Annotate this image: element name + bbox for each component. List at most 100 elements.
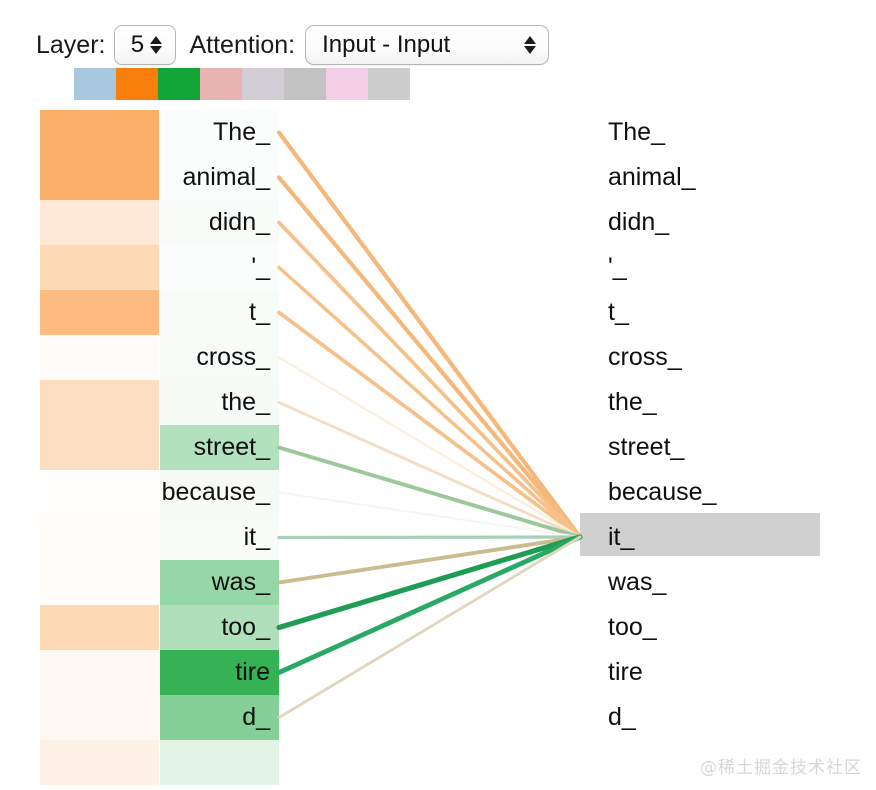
source-token-12[interactable]: tire [235,658,270,686]
swatch-head-5-lavender[interactable] [242,68,284,100]
watermark: @稀土掘金技术社区 [700,758,862,778]
source-token-7[interactable]: street_ [193,433,270,461]
heat-cell-green-head-12 [160,650,279,695]
swatch-head-6-gray[interactable] [284,68,326,100]
heat-cell-green-head-10 [160,560,279,605]
swatch-head-3-green[interactable] [158,68,200,100]
heat-cell-green-head-11 [160,605,279,650]
attention-edge-7 [277,445,582,539]
source-token-5[interactable]: cross_ [196,343,270,371]
source-token-13[interactable]: d_ [242,703,270,731]
source-token-9[interactable]: it_ [243,523,270,551]
target-token-0[interactable]: The_ [608,118,665,146]
heat-cell-orange-head-9 [40,515,159,560]
heat-cell-orange-head-12 [40,650,159,695]
head-color-legend[interactable] [74,68,410,100]
heat-cell-green-head-3 [160,245,279,290]
heat-cell-orange-head-5 [40,335,159,380]
source-token-6[interactable]: the_ [221,388,270,416]
source-token-11[interactable]: too_ [221,613,270,641]
attention-edge-0 [276,130,583,540]
attention-edge-13 [277,535,582,719]
swatch-head-8-gray[interactable] [368,68,410,100]
triangle-up-icon[interactable] [150,36,163,44]
attention-edge-4 [277,310,582,539]
target-token-4[interactable]: t_ [608,298,629,326]
source-token-0[interactable]: The_ [213,118,270,146]
swatch-head-4-pink[interactable] [200,68,242,100]
target-token-9[interactable]: it_ [608,523,635,551]
attention-edge-11 [276,534,583,631]
triangle-up-icon[interactable] [524,36,537,44]
target-token-5[interactable]: cross_ [608,343,682,371]
toolbar: Layer: 5 Attention: Input - Input [36,24,550,66]
heat-cell-green-head-5 [160,335,279,380]
target-token-1[interactable]: animal_ [608,163,696,191]
heat-cell-orange-head-13 [40,695,159,740]
select-arrows-icon[interactable] [524,36,537,54]
swatch-head-1-blue[interactable] [74,68,116,100]
source-token-1[interactable]: animal_ [182,163,270,191]
attention-edge-3 [277,265,582,539]
target-token-6[interactable]: the_ [608,388,657,416]
layer-stepper-arrows[interactable] [150,36,163,54]
heat-cell-orange-head-3 [40,245,159,290]
heat-cell-orange-head-2 [40,200,159,245]
heat-cell-orange-head-14 [40,740,159,785]
triangle-down-icon[interactable] [524,46,537,54]
heat-cell-orange-head-1 [40,155,159,200]
target-token-10[interactable]: was_ [608,568,667,596]
attention-edge-5 [277,356,582,539]
attention-heatmap-column-green [160,110,279,785]
source-token-4[interactable]: t_ [249,298,270,326]
target-token-2[interactable]: didn_ [608,208,670,236]
focused-token-highlight [580,513,820,556]
attention-label: Attention: [189,30,296,59]
heat-cell-green-head-7 [160,425,279,470]
heat-cell-orange-head-0 [40,110,159,155]
attention-edge-9 [277,535,582,540]
heat-cell-green-head-6 [160,380,279,425]
attention-select-value: Input - Input [322,31,451,58]
attention-edge-1 [276,175,583,540]
heat-cell-green-head-1 [160,155,279,200]
attention-select[interactable]: Input - Input [305,25,550,65]
heat-cell-green-head-9 [160,515,279,560]
attention-edge-12 [276,534,583,675]
heat-cell-green-head-2 [160,200,279,245]
target-token-13[interactable]: d_ [608,703,636,731]
heat-cell-orange-head-7 [40,425,159,470]
layer-stepper[interactable]: 5 [114,25,177,65]
heat-cell-orange-head-6 [40,380,159,425]
layer-value: 5 [130,31,145,58]
target-token-12[interactable]: tire [608,658,643,686]
heat-cell-green-head-0 [160,110,279,155]
attention-edge-2 [277,220,582,539]
target-token-3[interactable]: '_ [608,253,627,281]
target-token-8[interactable]: because_ [608,478,717,506]
attention-edge-10 [277,535,582,585]
source-token-2[interactable]: didn_ [208,208,270,236]
attention-edge-8 [277,491,582,539]
heat-cell-green-head-13 [160,695,279,740]
attention-edge-6 [277,401,582,539]
source-token-3[interactable]: '_ [251,253,270,281]
source-token-list: The_ animal_ didn_ '_ t_ cross_ the_ street_bec… [60,110,276,740]
layer-label: Layer: [36,30,106,59]
swatch-head-7-magenta[interactable] [326,68,368,100]
target-token-11[interactable]: too_ [608,613,657,641]
heat-cell-green-head-14 [160,740,279,785]
heat-cell-orange-head-11 [40,605,159,650]
heat-cell-orange-head-10 [40,560,159,605]
source-token-10[interactable]: was_ [211,568,270,596]
source-token-8[interactable]: because_ [161,478,270,506]
target-token-list: The_ animal_ didn_ '_ t_ cross_ the_ street_bec… [608,110,858,740]
swatch-head-2-orange[interactable] [116,68,158,100]
target-token-7[interactable]: street_ [608,433,685,461]
heat-cell-green-head-8 [160,470,279,515]
attention-heatmap-column-orange [40,110,159,785]
heat-cell-orange-head-4 [40,290,159,335]
triangle-down-icon[interactable] [150,46,163,54]
heat-cell-green-head-4 [160,290,279,335]
heat-cell-orange-head-8 [40,470,159,515]
